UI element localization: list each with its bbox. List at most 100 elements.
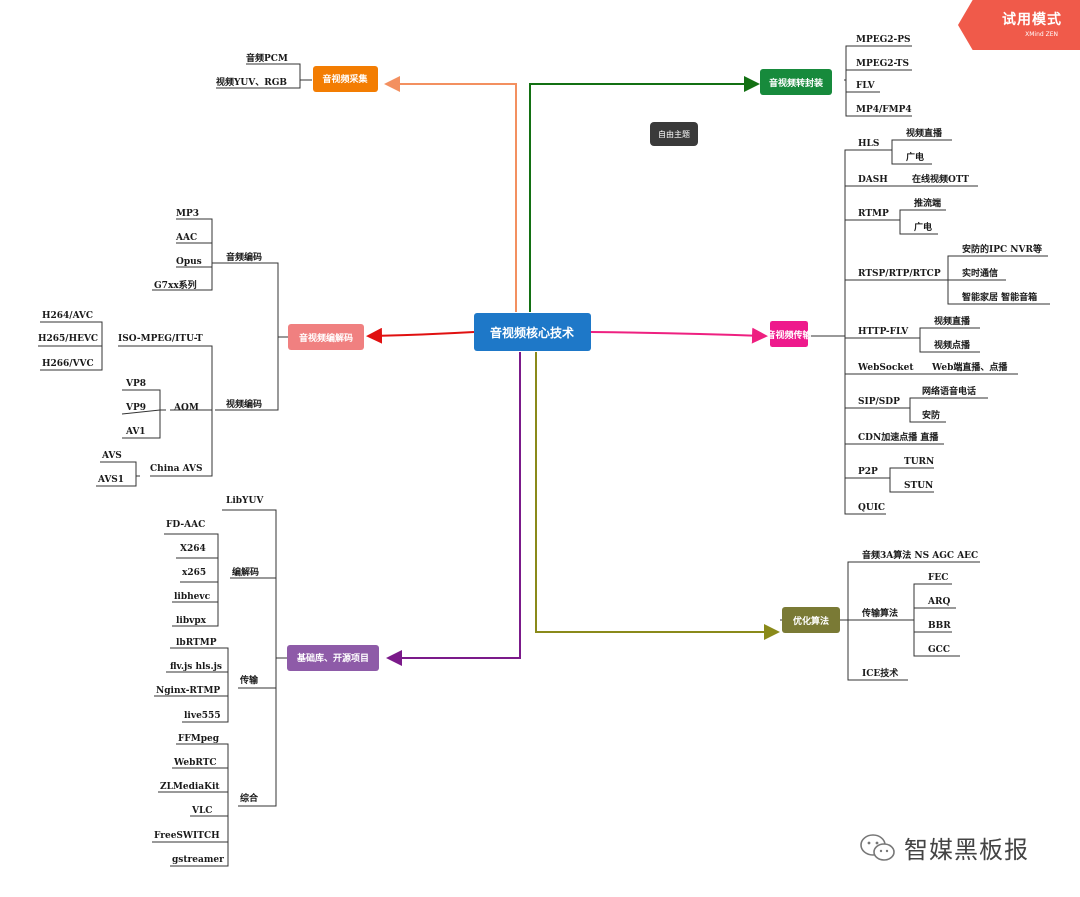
node-hls: HLS [858, 139, 879, 149]
leaf-hls-live: 视频直播 [906, 127, 943, 139]
leaf-gcc: GCC [928, 645, 950, 655]
leaf-h266: H266/VVC [42, 359, 94, 369]
leaf-webrtc: WebRTC [173, 758, 217, 768]
node-rtsp: RTSP/RTP/RTCP [858, 269, 941, 279]
branch-transport-label: 音视频传输 [766, 329, 812, 341]
node-sip: SIP/SDP [858, 397, 900, 407]
leaf-turn: TURN [904, 457, 934, 467]
floating-topic[interactable]: 自由主题 [650, 122, 698, 146]
node-dash: DASH [858, 175, 888, 185]
node-libs-codec: 编解码 [232, 566, 259, 578]
branch-codec[interactable]: 音视频编解码 [288, 324, 364, 350]
node-video-codec: 视频编码 [226, 398, 262, 410]
leaf-audio3a: 音频3A算法 NS AGC AEC [862, 549, 978, 561]
leaf-gstreamer: gstreamer [172, 855, 224, 865]
leaf-rtmp-broadcast: 广电 [914, 221, 932, 233]
wechat-icon [860, 833, 895, 861]
connector-container [529, 76, 760, 312]
leaf-capture-yuv: 视频YUV、RGB [216, 76, 287, 88]
leaf-h265: H265/HEVC [38, 334, 98, 344]
leaf-g7xx: G7xx系列 [154, 279, 197, 291]
trial-mode-title: 试用模式 [1002, 12, 1062, 28]
node-china-avs: China AVS [150, 464, 202, 474]
leaf-mpeg2-ts: MPEG2-TS [856, 59, 909, 69]
trial-mode-badge[interactable]: 试用模式 XMind ZEN [958, 0, 1080, 50]
leaf-mp4: MP4/FMP4 [856, 105, 912, 115]
node-iso: ISO-MPEG/ITU-T [118, 334, 203, 344]
leaf-nginx-rtmp: Nginx-RTMP [156, 686, 220, 696]
branch-capture-label: 音视频采集 [322, 73, 368, 85]
leaf-ice: ICE技术 [862, 667, 898, 679]
leaf-rtmp-push: 推流端 [914, 197, 941, 209]
watermark-text: 智媒黑板报 [904, 836, 1029, 864]
leaf-sip-security: 安防 [922, 409, 940, 421]
leaf-opus: Opus [176, 257, 202, 267]
node-libs-transport: 传输 [239, 674, 259, 686]
leaf-stun: STUN [904, 481, 933, 491]
leaf-httpflv-live: 视频直播 [934, 315, 971, 327]
leaf-aac: AAC [175, 233, 197, 243]
leaf-x264: X264 [180, 544, 206, 554]
watermark: 智媒黑板报 [858, 830, 1029, 865]
branch-codec-label: 音视频编解码 [299, 332, 353, 344]
leaf-avs1: AVS1 [97, 475, 124, 485]
node-audio-codec: 音频编码 [226, 251, 262, 263]
leaf-mp3: MP3 [176, 209, 199, 219]
node-cdn: CDN加速点播 直播 [858, 431, 939, 443]
node-rtmp: RTMP [858, 209, 889, 219]
branch-optimize[interactable]: 优化算法 [782, 607, 840, 633]
leaf-mpeg2-ps: MPEG2-PS [856, 35, 911, 45]
node-libs-general: 综合 [240, 792, 259, 804]
leaf-capture-pcm: 音频PCM [246, 52, 288, 64]
leaf-vp8: VP8 [125, 379, 146, 389]
leaf-lbrtmp: lbRTMP [176, 638, 217, 648]
branch-container[interactable]: 音视频转封装 [760, 69, 832, 95]
leaf-fdaac: FD-AAC [166, 520, 205, 530]
leaf-httpflv-vod: 视频点播 [934, 339, 971, 351]
leaf-ffmpeg: FFMpeg [178, 734, 220, 744]
branch-container-label: 音视频转封装 [769, 77, 824, 89]
leaf-rtsp-ipc: 安防的IPC NVR等 [962, 243, 1042, 255]
node-quic: QUIC [858, 503, 885, 513]
node-aom: AOM [173, 403, 199, 413]
connector-capture [384, 76, 517, 312]
connector-libs [386, 352, 521, 666]
leaf-vlc: VLC [191, 806, 212, 816]
leaf-dash-ott: 在线视频OTT [912, 173, 969, 185]
branch-optimize-label: 优化算法 [793, 615, 829, 627]
leaf-h264: H264/AVC [42, 311, 93, 321]
node-p2p: P2P [858, 467, 878, 477]
leaf-flvjs: flv.js hls.js [170, 662, 222, 672]
leaf-flv: FLV [856, 81, 876, 91]
leaf-libvpx: libvpx [176, 616, 207, 626]
leaf-live555: live555 [184, 711, 221, 721]
connector-transport [590, 327, 768, 344]
center-topic-label: 音视频核心技术 [490, 325, 574, 340]
leaf-arq: ARQ [927, 597, 950, 607]
leaf-zlmediakit: ZLMediaKit [160, 782, 220, 792]
branch-libs-label: 基础库、开源项目 [296, 652, 369, 664]
node-trans-algo: 传输算法 [861, 607, 898, 619]
branch-transport[interactable]: 音视频传输 [766, 321, 812, 347]
trial-mode-brand: XMind ZEN [1025, 31, 1058, 38]
leaf-rtsp-smarthome: 智能家居 智能音箱 [962, 291, 1037, 303]
leaf-sip-voip: 网络语音电话 [922, 385, 976, 397]
leaf-bbr: BBR [928, 621, 951, 631]
connector-optimize [535, 352, 780, 640]
branch-capture[interactable]: 音视频采集 [313, 66, 378, 92]
leaf-libyuv: LibYUV [226, 496, 264, 506]
leaf-libhevc: libhevc [174, 592, 211, 602]
branch-libs[interactable]: 基础库、开源项目 [287, 645, 379, 671]
leaf-rtsp-rtc: 实时通信 [962, 267, 998, 279]
leaf-av1: AV1 [125, 427, 146, 437]
leaf-freeswitch: FreeSWITCH [154, 831, 220, 841]
leaf-fec: FEC [928, 573, 948, 583]
node-websocket: WebSocket [857, 363, 914, 373]
leaf-websocket-web: Web端直播、点播 [931, 361, 1008, 373]
center-topic[interactable]: 音视频核心技术 [474, 313, 591, 351]
leaf-x265: x265 [182, 568, 206, 578]
leaf-hls-broadcast: 广电 [906, 151, 924, 163]
node-httpflv: HTTP-FLV [858, 327, 909, 337]
connector-codec [366, 327, 475, 344]
